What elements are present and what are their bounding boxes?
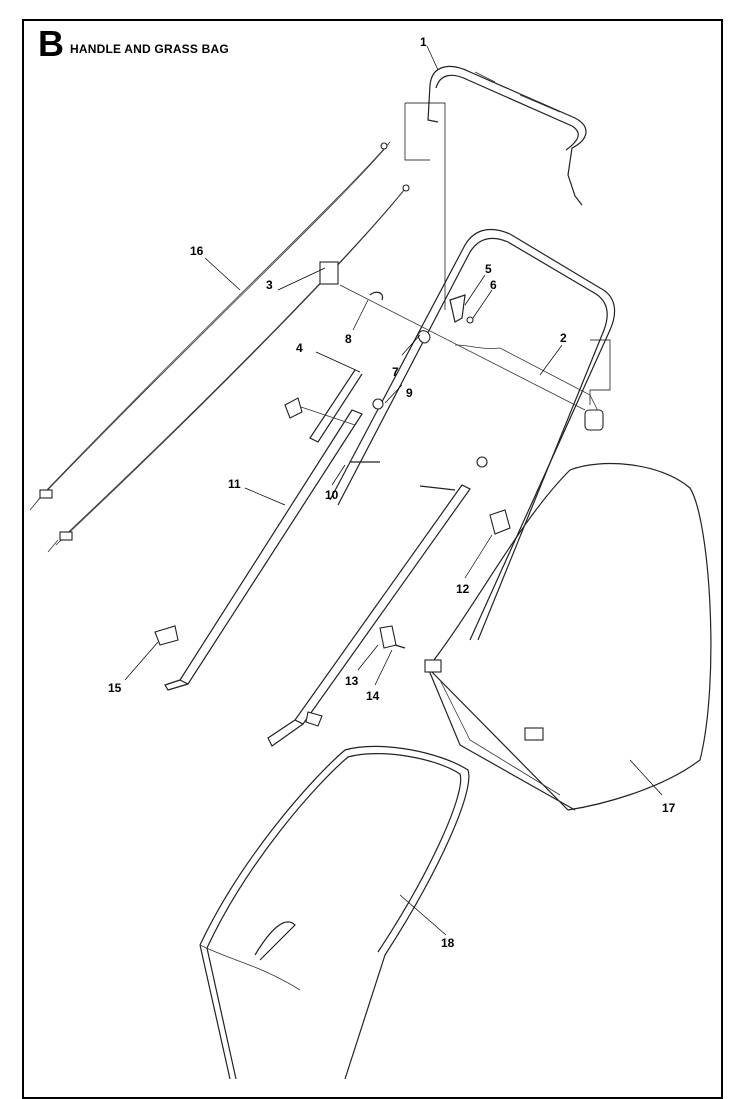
callout-15: 15 <box>108 681 122 695</box>
callout-14: 14 <box>366 689 380 703</box>
callout-11: 11 <box>228 477 241 491</box>
part-bag-frame <box>199 745 470 1079</box>
section-title: HANDLE AND GRASS BAG <box>70 42 229 56</box>
callout-10: 10 <box>325 488 339 502</box>
part-knob-15 <box>154 625 179 646</box>
callout-16: 16 <box>190 244 204 258</box>
callout-13: 13 <box>345 674 359 688</box>
section-letter: B <box>38 23 64 64</box>
callout-6: 6 <box>490 278 497 292</box>
part-lower-tube-right <box>267 484 511 747</box>
leader-lines <box>124 45 663 936</box>
callout-2: 2 <box>560 331 567 345</box>
part-upper-handle <box>427 65 587 206</box>
callout-4: 4 <box>296 341 303 355</box>
part-small-hardware <box>309 261 488 468</box>
page-frame <box>22 19 723 1099</box>
part-main-handle-frame <box>329 228 616 641</box>
callout-18: 18 <box>441 936 455 950</box>
part-lower-tube-left <box>164 397 380 691</box>
part-grass-bag <box>424 462 712 811</box>
callout-17: 17 <box>662 801 676 815</box>
callout-3: 3 <box>266 278 273 292</box>
callout-8: 8 <box>345 332 352 346</box>
callout-9: 9 <box>406 386 413 400</box>
callout-1: 1 <box>420 35 427 49</box>
callout-5: 5 <box>485 262 492 276</box>
callout-7: 7 <box>392 365 399 379</box>
connector-bracket-left <box>404 102 446 310</box>
connector-bracket-right <box>589 339 611 405</box>
part-control-cables <box>29 141 410 553</box>
callout-12: 12 <box>456 582 470 596</box>
